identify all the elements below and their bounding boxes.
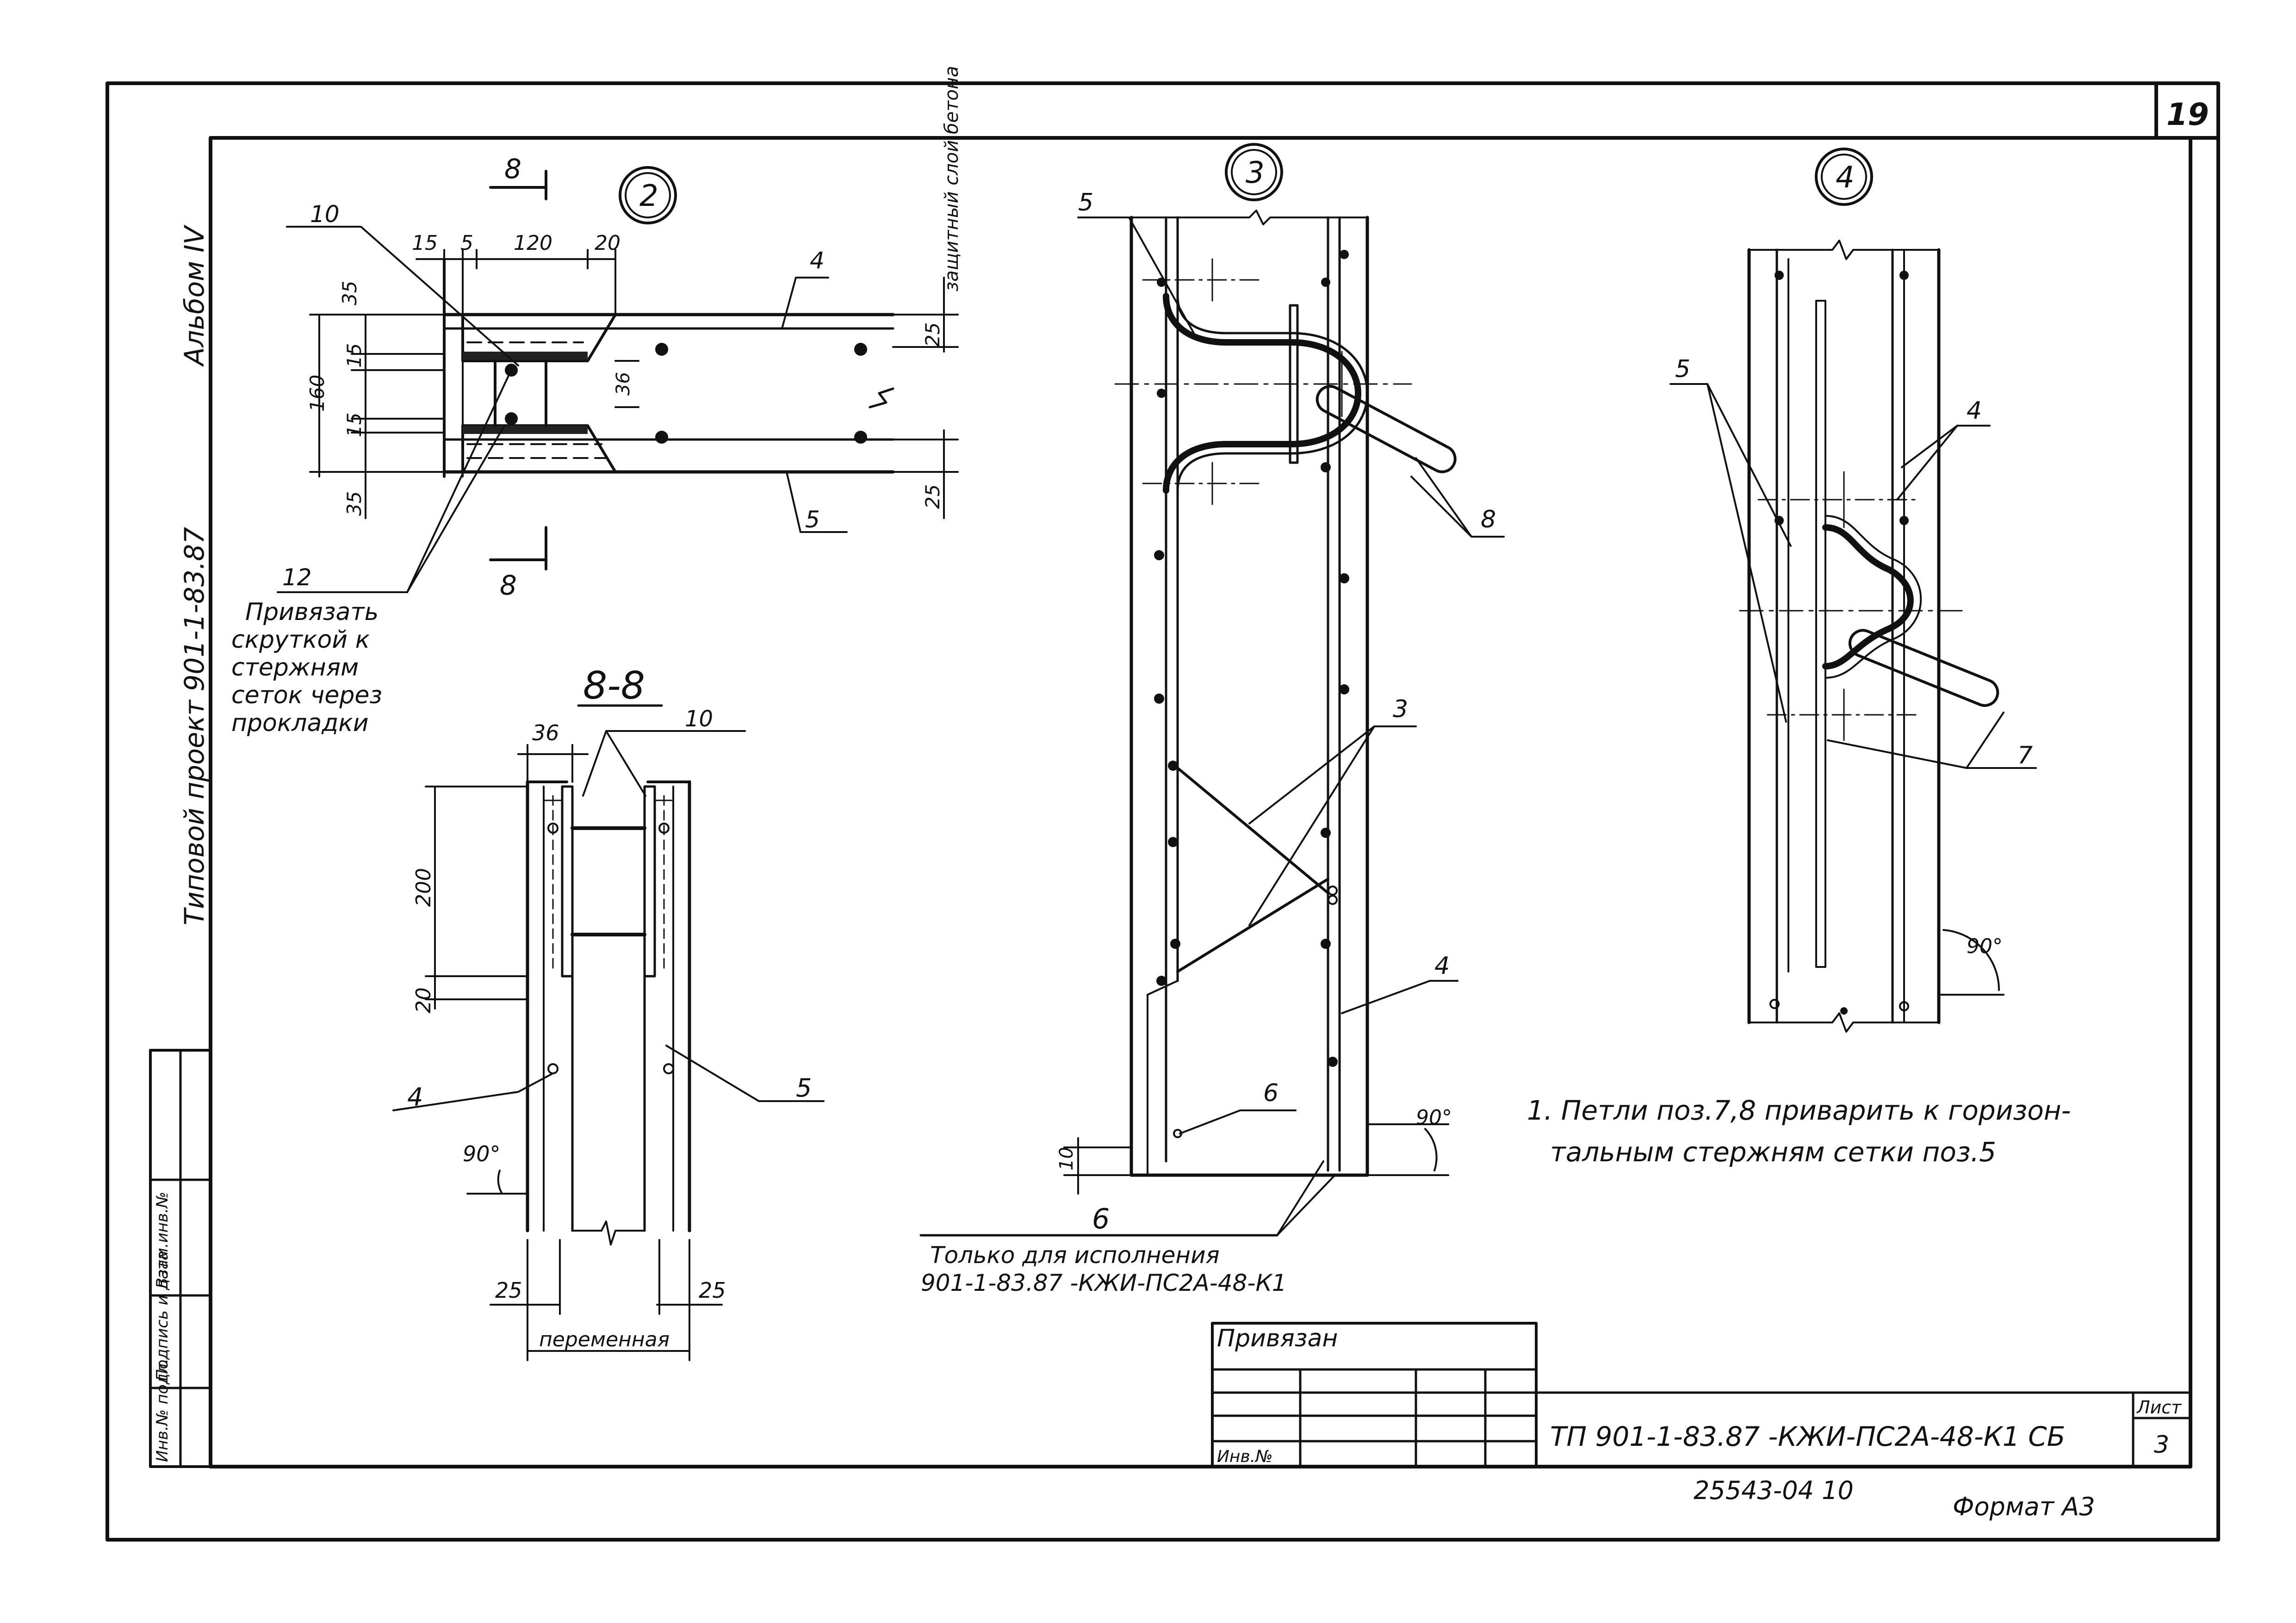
title-block: Привязан Инв.№ ТП 901-1-83.87 -КЖИ-ПС2А-… bbox=[1211, 1322, 2192, 1468]
d2-dim-left-35-bottom: 35 bbox=[343, 491, 366, 516]
s88-width-label: переменная bbox=[539, 1328, 670, 1351]
d2-dim-36: 36 bbox=[613, 372, 634, 396]
s88-pos-4: 4 bbox=[407, 1083, 423, 1112]
section-mark-bottom: 8 bbox=[500, 570, 517, 601]
d2-note-line-2: скруткой к bbox=[231, 626, 370, 654]
s88-angle: 90° bbox=[463, 1141, 501, 1166]
section-8-8-title: 8-8 bbox=[583, 664, 645, 708]
side-stamp-sign-label: Подпись и дата bbox=[153, 1251, 172, 1381]
d2-note-line-1: Привязать bbox=[245, 598, 379, 626]
section-mark-top: 8 bbox=[504, 153, 521, 185]
s88-dim-25-right: 25 bbox=[699, 1278, 726, 1303]
detail-4: 4 5 4 bbox=[1669, 148, 2037, 1033]
d2-dim-left-160: 160 bbox=[306, 375, 329, 412]
d3-note-line-2: 901-1-83.87 -КЖИ-ПС2А-48-К1 bbox=[921, 1270, 1287, 1296]
side-stamp: Инв.№ подл. Подпись и дата Взам.инв.№ bbox=[149, 1049, 212, 1468]
page-number: 19 bbox=[2166, 97, 2209, 132]
s88-dim-20: 20 bbox=[412, 987, 435, 1013]
s88-dim-200: 200 bbox=[412, 868, 435, 907]
d3-pos-3: 3 bbox=[1393, 695, 1408, 723]
project-label: Типовой проект 901-1-83.87 bbox=[179, 527, 210, 925]
d3-pos-8: 8 bbox=[1481, 506, 1496, 533]
d2-note-line-5: прокладки bbox=[231, 709, 369, 737]
detail-3: 3 bbox=[919, 143, 1505, 1296]
outer-frame bbox=[105, 81, 2220, 1542]
d3-note-line-1: Только для исполнения bbox=[930, 1242, 1220, 1269]
d2-pos-5: 5 bbox=[805, 506, 820, 533]
d4-angle: 90° bbox=[1967, 935, 2003, 958]
d2-pos-10: 10 bbox=[310, 201, 340, 228]
d3-dim-10: 10 bbox=[1056, 1147, 1077, 1171]
s88-dim-36: 36 bbox=[532, 720, 559, 745]
d2-dim-20: 20 bbox=[595, 231, 621, 255]
detail-2-marker-circle bbox=[619, 166, 677, 224]
d2-cover-label: защитный слой бетона bbox=[941, 66, 962, 291]
d4-pos-4: 4 bbox=[1967, 397, 1982, 425]
d2-dim-120: 120 bbox=[514, 231, 552, 255]
title-block-sheet-number: 3 bbox=[2154, 1431, 2169, 1459]
d2-note-line-3: стержням bbox=[231, 654, 359, 681]
d2-pos-4: 4 bbox=[810, 247, 825, 274]
d3-pos-5: 5 bbox=[1078, 189, 1093, 217]
d2-dim-5: 5 bbox=[460, 231, 473, 255]
detail-2: 2 8 8 bbox=[231, 66, 962, 737]
side-stamp-replace-label: Взам.инв.№ bbox=[153, 1192, 172, 1288]
d4-pos-7: 7 bbox=[2017, 742, 2033, 769]
detail-4-marker: 4 bbox=[1836, 161, 1855, 195]
d2-note-line-4: сеток через bbox=[231, 681, 382, 709]
d3-angle: 90° bbox=[1416, 1106, 1452, 1129]
note-line-1: 1. Петли поз.7,8 приварить к горизон- bbox=[1527, 1095, 2071, 1126]
section-8-8: 8-8 36 200 20 bbox=[392, 664, 825, 1361]
d2-dim-right-top: 25 bbox=[921, 322, 944, 347]
s88-pos-5: 5 bbox=[796, 1073, 812, 1103]
s88-pos-10: 10 bbox=[685, 706, 713, 732]
detail-4-marker-circle bbox=[1815, 148, 1873, 206]
d4-pos-5: 5 bbox=[1675, 355, 1690, 383]
d2-dim-left-15-bottom: 15 bbox=[343, 413, 366, 437]
d2-dim-15: 15 bbox=[412, 231, 438, 255]
title-block-sheet-label: Лист bbox=[2136, 1397, 2182, 1418]
side-stamp-inv-label: Инв.№ подл. bbox=[153, 1358, 172, 1462]
note-line-2: тальным стержням сетки поз.5 bbox=[1550, 1136, 1996, 1168]
d2-pos-12: 12 bbox=[282, 564, 312, 591]
title-block-inv-label: Инв.№ bbox=[1217, 1447, 1273, 1466]
inner-frame bbox=[209, 136, 2192, 1468]
d3-pos-6: 6 bbox=[1263, 1079, 1278, 1107]
s88-dim-25-left: 25 bbox=[495, 1278, 522, 1303]
title-block-bound-label: Привязан bbox=[1217, 1325, 1338, 1352]
d2-dim-right-bottom: 25 bbox=[921, 484, 944, 509]
d2-dim-left-15-top: 15 bbox=[343, 343, 366, 368]
d3-ref-pos-6: 6 bbox=[1092, 1203, 1110, 1235]
archive-number: 25543-04 10 bbox=[1694, 1476, 1854, 1505]
title-block-code: ТП 901-1-83.87 -КЖИ-ПС2А-48-К1 СБ bbox=[1550, 1421, 2065, 1452]
d3-pos-4: 4 bbox=[1434, 952, 1450, 980]
album-label: Альбом IV bbox=[179, 224, 210, 367]
detail-3-marker: 3 bbox=[1246, 156, 1265, 190]
format-label: Формат А3 bbox=[1953, 1492, 2095, 1521]
detail-3-marker-circle bbox=[1225, 143, 1283, 201]
d2-dim-left-35-top: 35 bbox=[338, 281, 361, 305]
detail-2-marker: 2 bbox=[639, 179, 658, 213]
